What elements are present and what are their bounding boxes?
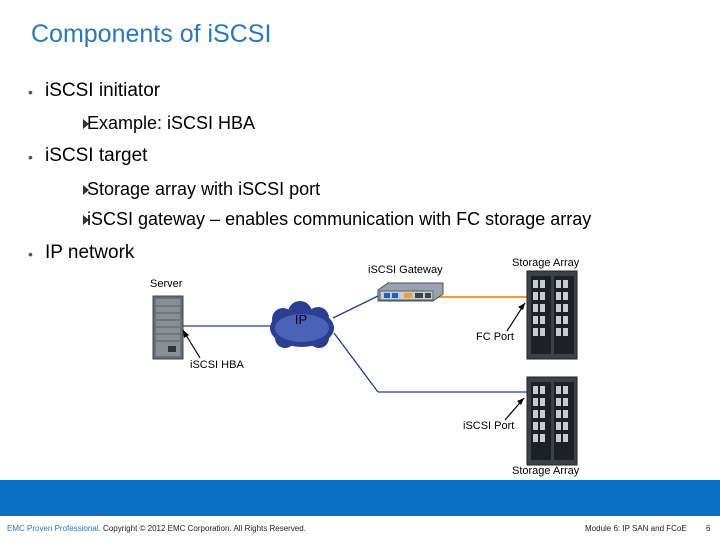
iscsi-gateway-icon	[377, 282, 444, 302]
iscsi-arrowhead-icon	[517, 398, 524, 405]
hba-arrowhead-icon	[183, 330, 189, 338]
ip-cloud-icon	[270, 301, 334, 348]
slide-title: Components of iSCSI	[31, 20, 272, 48]
bullet-dot-icon: •	[28, 84, 33, 100]
server-icon	[152, 295, 184, 360]
footer-band	[0, 480, 720, 516]
iscsi-port-label: iSCSI Port	[463, 420, 515, 432]
server-label: Server	[150, 278, 183, 290]
storage-array-iscsi-icon	[526, 376, 578, 466]
sub-bullet-text: Example: iSCSI HBA	[87, 113, 256, 133]
ip-to-down-link	[333, 332, 379, 393]
fc-arrowhead-icon	[518, 303, 525, 310]
sub-bullet-text: Storage array with iSCSI port	[87, 179, 321, 199]
iscsi-hba-label: iSCSI HBA	[190, 359, 244, 371]
bullet-text: IP network	[45, 242, 135, 263]
fc-port-label: FC Port	[476, 331, 514, 343]
bullet-dot-icon: •	[28, 246, 33, 262]
sub-bullet-text: iSCSI gateway – enables communication wi…	[87, 209, 592, 229]
footer-brand: EMC Proven Professional.	[7, 524, 101, 533]
footer-copyright-text: Copyright © 2012 EMC Corporation. All Ri…	[100, 524, 306, 533]
storage-array-bottom-label: Storage Array	[512, 465, 580, 477]
triangle-bullet-icon	[83, 185, 89, 195]
page-number: 6	[706, 524, 711, 533]
footer-module: Module 6: IP SAN and FCoE	[585, 524, 687, 533]
triangle-bullet-icon	[83, 215, 89, 225]
slide-footer: EMC Proven Professional. Copyright © 201…	[0, 516, 720, 540]
triangle-bullet-icon	[83, 119, 89, 129]
bullet-text: iSCSI initiator	[45, 80, 161, 101]
footer-copyright: EMC Proven Professional. Copyright © 201…	[7, 524, 306, 533]
ip-cloud-label: IP	[295, 312, 307, 327]
bullet-text: iSCSI target	[45, 145, 148, 166]
storage-array-top-label: Storage Array	[512, 257, 580, 269]
bullet-dot-icon: •	[28, 149, 33, 165]
storage-array-fc-icon	[526, 270, 578, 360]
ip-to-gateway-link	[332, 295, 379, 319]
iscsi-gateway-label: iSCSI Gateway	[368, 264, 443, 276]
